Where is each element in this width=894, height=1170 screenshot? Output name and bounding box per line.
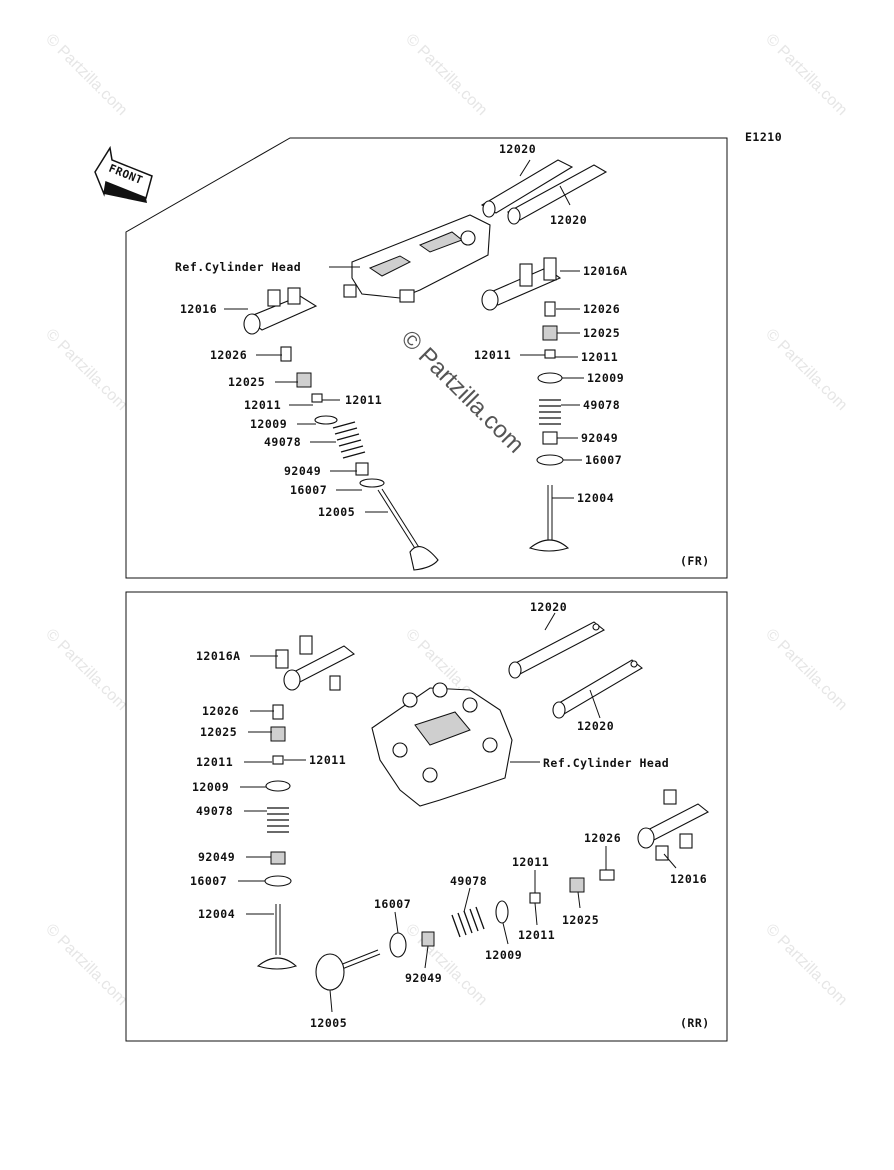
part-label: 49078 [450,874,487,888]
part-label: 12011 [345,393,382,407]
front-part-labels: 12020 12020 Ref.Cylinder Head 12016A 120… [175,142,628,519]
svg-text:© Partzilla.com: © Partzilla.com [42,626,130,714]
rear-corner-label: (RR) [680,1016,710,1030]
part-label: 12005 [310,1016,347,1030]
part-label: 12004 [198,907,235,921]
part-label: 12009 [485,948,522,962]
part-label: 12005 [318,505,355,519]
part-label: 12011 [309,753,346,767]
part-label: 49078 [583,398,620,412]
svg-text:© Partzilla.com: © Partzilla.com [762,326,850,414]
part-label: 12020 [530,600,567,614]
svg-text:© Partzilla.com: © Partzilla.com [402,921,490,1009]
svg-text:© Partzilla.com: © Partzilla.com [42,921,130,1009]
part-label: 92049 [284,464,321,478]
front-leader-lines [224,159,584,513]
part-label: 12011 [512,855,549,869]
part-label: 49078 [264,435,301,449]
part-label: 16007 [290,483,327,497]
part-label: 16007 [374,897,411,911]
part-label: 16007 [585,453,622,467]
cylinder-head-rear [371,682,513,807]
svg-text:© Partzilla.com: © Partzilla.com [762,31,850,119]
part-label: 12011 [474,348,511,362]
part-label: 12011 [244,398,281,412]
rocker-arm-12016 [243,287,318,335]
valve-stack-left [280,346,439,571]
rocker-arm-12016a-rear [275,635,356,691]
part-label: 12016 [670,872,707,886]
part-label: 12025 [228,375,265,389]
part-label: 92049 [405,971,442,985]
part-label: 12016A [196,649,241,663]
rocker-arm-12016-rear [637,789,710,861]
part-label: 12020 [577,719,614,733]
part-label: 12016A [583,264,628,278]
watermark-layer: © Partzilla.com © Partzilla.com © Partzi… [42,31,850,1009]
center-watermark: © Partzilla.com [396,325,529,458]
front-corner-label: (FR) [680,554,710,568]
cylinder-head-front [343,214,491,303]
svg-text:© Partzilla.com: © Partzilla.com [762,921,850,1009]
part-label: 16007 [190,874,227,888]
part-label: 12009 [192,780,229,794]
diagram-code: E1210 [745,130,782,144]
part-label: 12026 [210,348,247,362]
part-label: 92049 [198,850,235,864]
part-label: 12009 [587,371,624,385]
rear-panel: (RR) [125,591,728,1042]
part-label: 12026 [584,831,621,845]
rear-part-labels: 12020 12020 Ref.Cylinder Head 12016A 120… [190,600,707,1030]
rear-leader-lines [238,612,677,1013]
part-label: 49078 [196,804,233,818]
part-label: 12011 [581,350,618,364]
rocker-shaft-front [480,159,608,225]
svg-text:© Partzilla.com: © Partzilla.com [42,326,130,414]
valve-stack-rear-left [256,704,298,970]
part-label: 12025 [200,725,237,739]
svg-text:© Partzilla.com: © Partzilla.com [402,31,490,119]
front-arrow-icon: FRONT [94,145,153,203]
part-label: Ref.Cylinder Head [175,260,301,274]
svg-text:© Partzilla.com: © Partzilla.com [42,31,130,119]
part-label: 12026 [202,704,239,718]
part-label: 12011 [518,928,555,942]
part-label: 12025 [562,913,599,927]
part-label: 12026 [583,302,620,316]
part-label: 12020 [550,213,587,227]
part-label: Ref.Cylinder Head [543,756,669,770]
part-label: 12020 [499,142,536,156]
part-label: 12025 [583,326,620,340]
valve-stack-right [528,301,570,552]
part-label: 12011 [196,755,233,769]
svg-text:© Partzilla.com: © Partzilla.com [762,626,850,714]
part-label: 12004 [577,491,614,505]
part-label: 12009 [250,417,287,431]
part-label: 12016 [180,302,217,316]
rocker-shaft-rear [508,621,643,719]
rocker-arm-12016a [481,257,562,311]
part-label: 92049 [581,431,618,445]
front-panel: (FR) [125,137,728,579]
